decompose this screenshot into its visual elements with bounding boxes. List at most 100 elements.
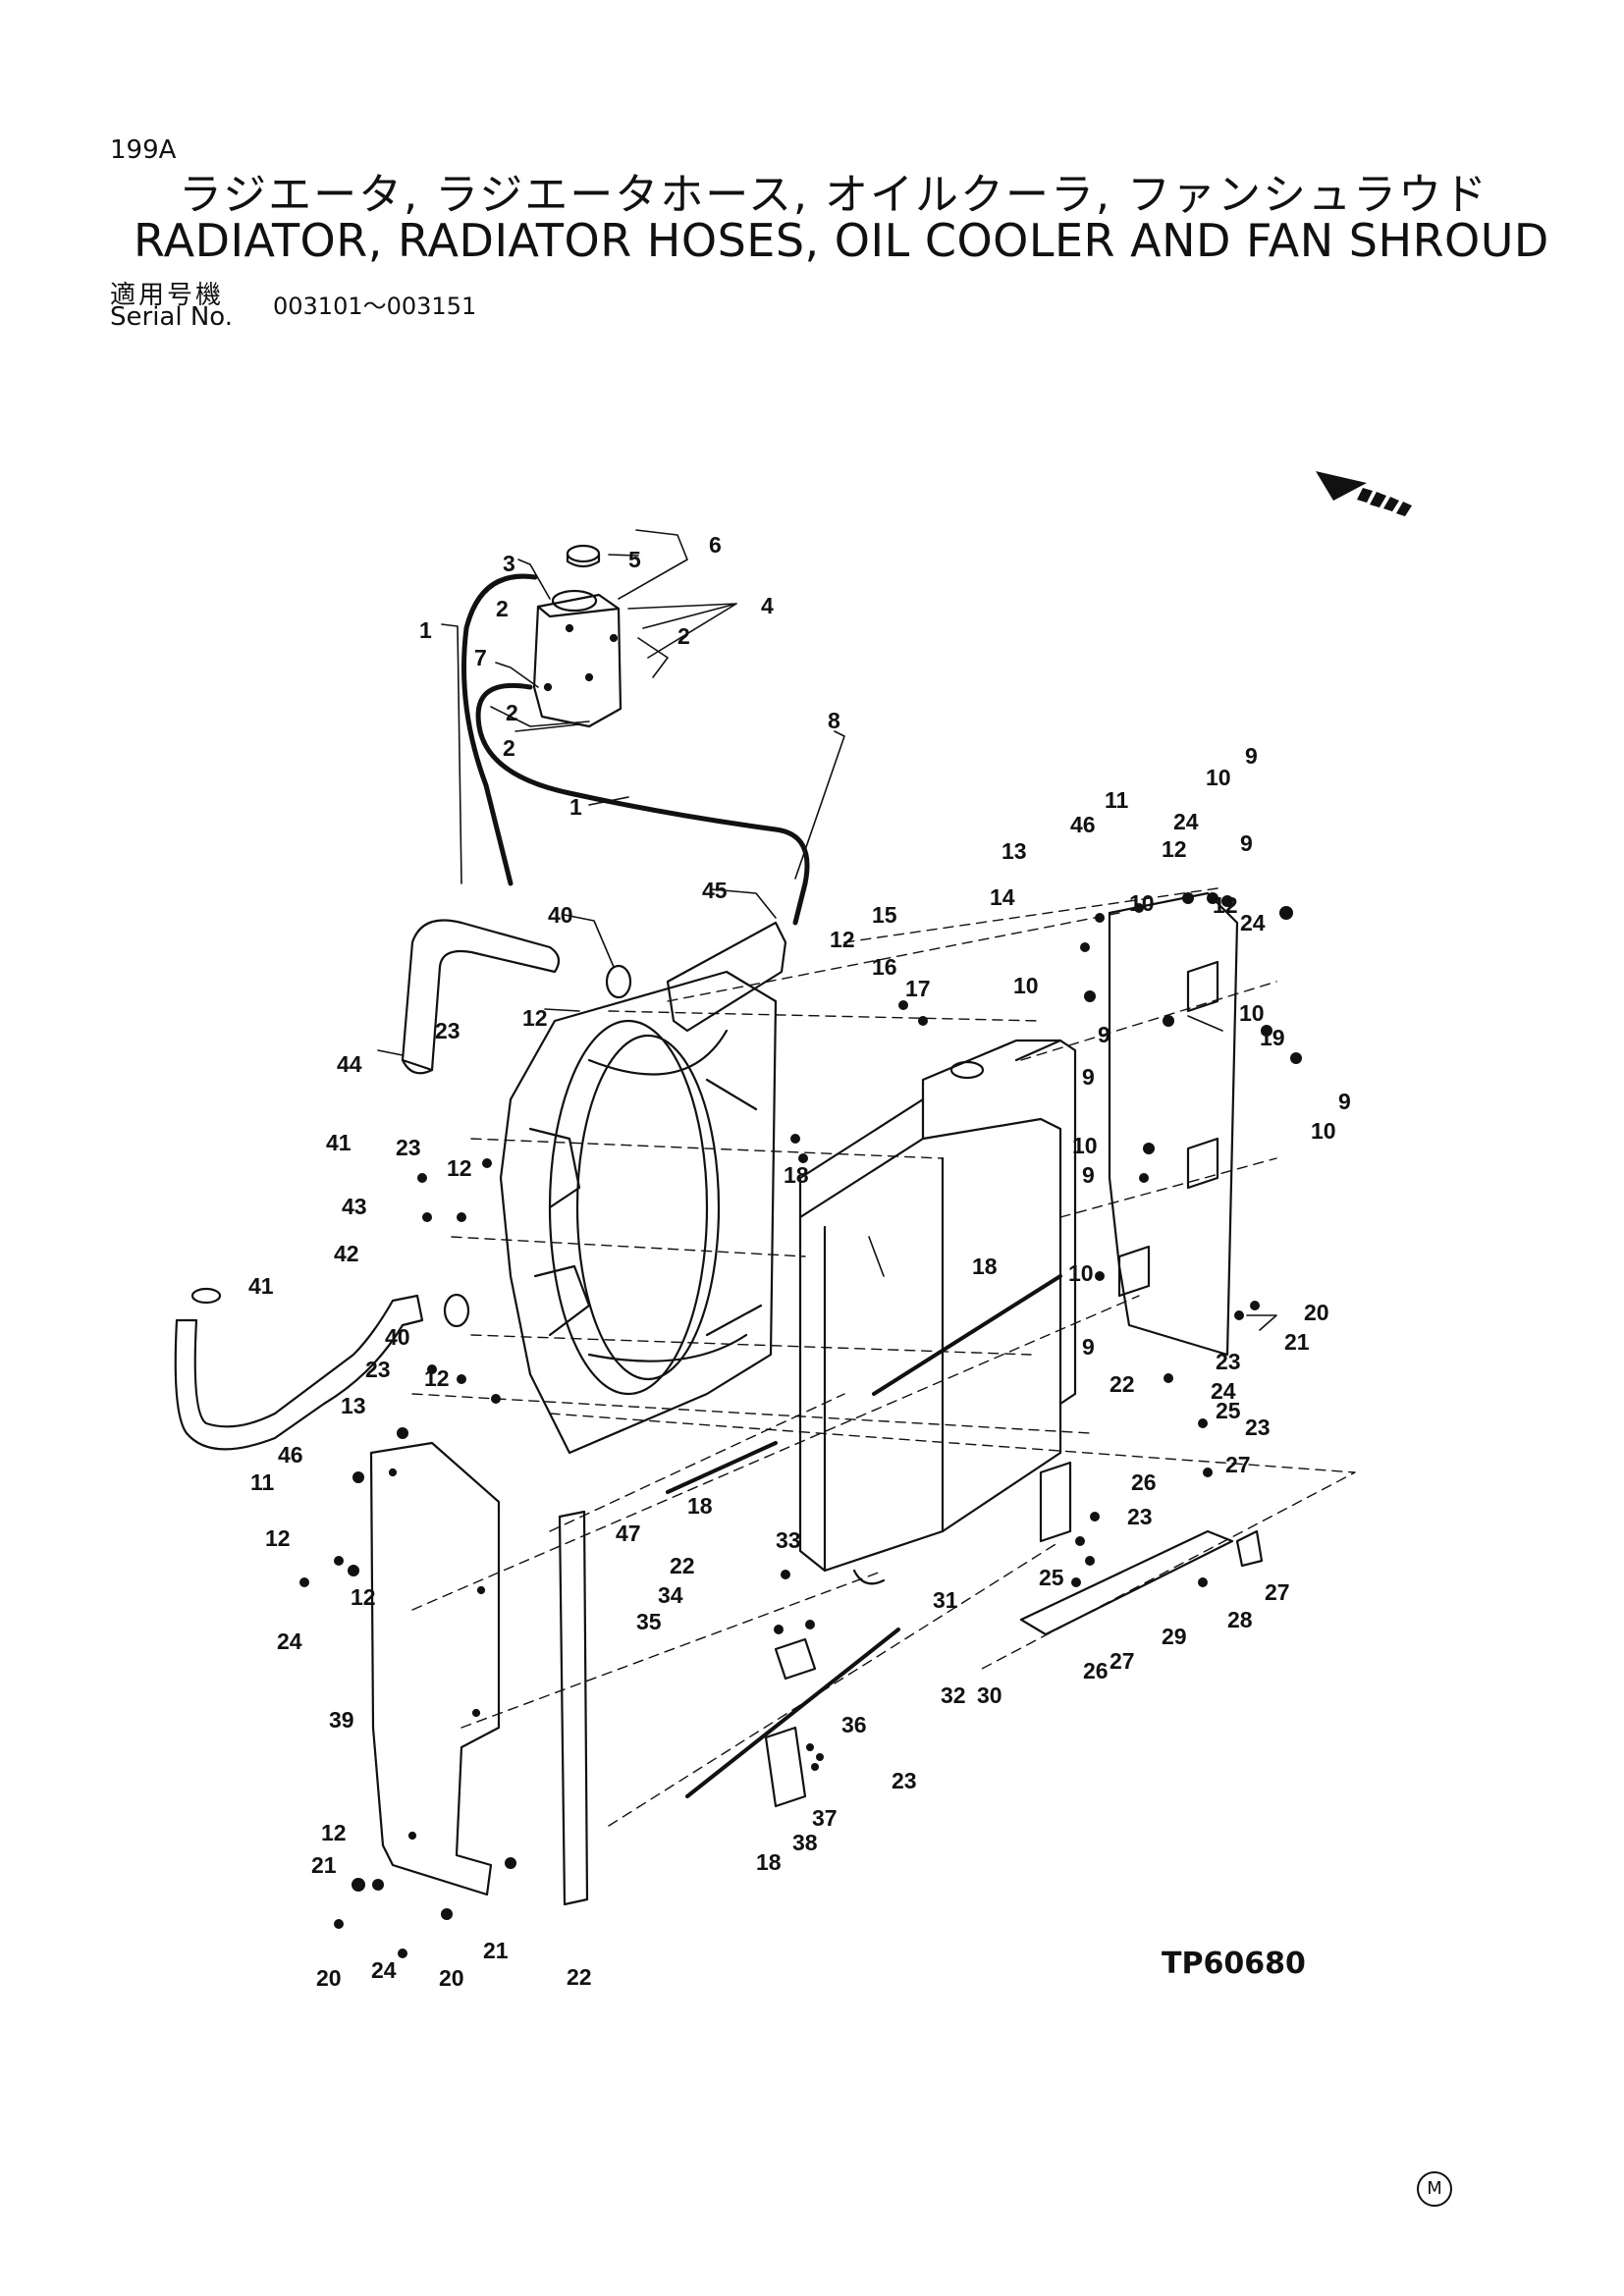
- title-japanese: ラジエータ, ラジエータホース, オイルクーラ, ファンシュラウド: [179, 170, 1489, 220]
- callout-18: 18: [784, 1162, 809, 1188]
- callout-24: 24: [371, 1957, 397, 1983]
- page-number: 199A: [110, 135, 177, 165]
- stay-rod-bottom: [685, 1628, 900, 1798]
- callout-3: 3: [503, 551, 515, 576]
- callout-1: 1: [569, 794, 582, 820]
- bracket-38: [764, 1726, 807, 1808]
- callout-9: 9: [1098, 1022, 1110, 1047]
- callout-9: 9: [1082, 1334, 1095, 1360]
- callout-25: 25: [1039, 1565, 1064, 1590]
- callout-9: 9: [1245, 743, 1258, 769]
- callout-26: 26: [1131, 1469, 1157, 1495]
- callout-12: 12: [424, 1365, 450, 1391]
- serial-range: 003101～003151: [273, 293, 477, 320]
- assembly-lines: [411, 887, 1356, 1827]
- callout-2: 2: [496, 596, 509, 621]
- callout-12: 12: [265, 1525, 291, 1551]
- callout-47: 47: [616, 1521, 641, 1546]
- callout-18: 18: [756, 1849, 782, 1875]
- callout-10: 10: [1239, 1000, 1265, 1026]
- callout-21: 21: [483, 1938, 509, 1963]
- title-english: RADIATOR, RADIATOR HOSES, OIL COOLER AND…: [134, 214, 1549, 267]
- callout-10: 10: [1129, 890, 1155, 916]
- callout-27: 27: [1110, 1648, 1135, 1674]
- callout-31: 31: [933, 1587, 958, 1613]
- callout-13: 13: [341, 1393, 366, 1418]
- hose-clamp-lower: [443, 1293, 470, 1328]
- callout-23: 23: [365, 1357, 391, 1382]
- callout-24: 24: [1173, 809, 1199, 834]
- callout-22: 22: [670, 1553, 695, 1578]
- callout-22: 22: [567, 1964, 592, 1990]
- callout-21: 21: [1284, 1329, 1310, 1355]
- stay-rod-upper: [872, 1274, 1062, 1396]
- bracket-35: [774, 1637, 817, 1681]
- callout-24: 24: [1211, 1378, 1236, 1404]
- callout-9: 9: [1338, 1089, 1351, 1114]
- callout-9: 9: [1240, 830, 1253, 856]
- front-direction-arrow: [1316, 471, 1412, 516]
- callout-9: 9: [1082, 1162, 1095, 1188]
- callout-7: 7: [474, 645, 487, 670]
- callout-12: 12: [447, 1155, 472, 1181]
- callout-46: 46: [1070, 812, 1096, 837]
- callout-44: 44: [337, 1051, 362, 1077]
- lower-radiator-hose: [174, 1287, 424, 1451]
- coolant-reservoir-tank: [532, 589, 623, 728]
- reservoir-cap: [566, 544, 601, 568]
- callout-23: 23: [435, 1018, 460, 1043]
- callout-23: 23: [892, 1768, 917, 1793]
- diagram-reference-id: TP60680: [1162, 1947, 1306, 1981]
- callout-4: 4: [761, 593, 774, 618]
- callout-23: 23: [1127, 1504, 1153, 1529]
- bracket-27: [1235, 1529, 1264, 1568]
- callout-41: 41: [326, 1130, 352, 1155]
- callout-27: 27: [1265, 1579, 1290, 1605]
- callout-12: 12: [522, 1005, 548, 1031]
- callout-2: 2: [677, 623, 690, 649]
- callout-38: 38: [792, 1830, 818, 1855]
- callout-11: 11: [1105, 787, 1129, 813]
- leader-lines: [377, 529, 1277, 1331]
- seal-strip-47: [558, 1510, 589, 1906]
- serial-label-japanese: 適用号機: [110, 281, 225, 310]
- side-panel-39: [369, 1441, 501, 1896]
- callout-8: 8: [828, 708, 840, 733]
- fasteners: [299, 892, 1302, 1958]
- callout-24: 24: [1240, 910, 1266, 935]
- callout-12: 12: [351, 1584, 376, 1610]
- callout-10: 10: [1311, 1118, 1336, 1144]
- callout-2: 2: [503, 735, 515, 761]
- callout-43: 43: [342, 1194, 367, 1219]
- callout-19: 19: [1260, 1025, 1285, 1050]
- callout-23: 23: [396, 1135, 421, 1160]
- bracket-30: [1039, 1461, 1072, 1543]
- callout-11: 11: [250, 1469, 275, 1495]
- callout-1: 1: [419, 617, 432, 643]
- radiator-core: [798, 1039, 1077, 1585]
- callout-39: 39: [329, 1707, 354, 1733]
- callout-42: 42: [334, 1241, 359, 1266]
- callout-40: 40: [548, 902, 573, 928]
- callout-17: 17: [905, 976, 931, 1001]
- callout-24: 24: [277, 1629, 302, 1654]
- callout-20: 20: [1304, 1300, 1329, 1325]
- callout-2: 2: [506, 700, 518, 725]
- callout-41: 41: [248, 1273, 274, 1299]
- hose-clamp-upper: [605, 964, 632, 999]
- callout-9: 9: [1082, 1064, 1095, 1090]
- callout-14: 14: [990, 884, 1015, 910]
- callout-15: 15: [872, 902, 897, 928]
- fan-shroud: [499, 970, 778, 1455]
- callout-28: 28: [1227, 1607, 1253, 1632]
- callout-10: 10: [1072, 1133, 1098, 1158]
- callout-45: 45: [702, 878, 728, 903]
- callout-10: 10: [1013, 973, 1039, 998]
- callout-23: 23: [1245, 1415, 1271, 1440]
- overflow-hose: [461, 573, 538, 886]
- callout-16: 16: [872, 954, 897, 980]
- callout-10: 10: [1068, 1260, 1094, 1286]
- serial-label-english: Serial No.: [110, 302, 233, 332]
- callout-12: 12: [1162, 836, 1187, 862]
